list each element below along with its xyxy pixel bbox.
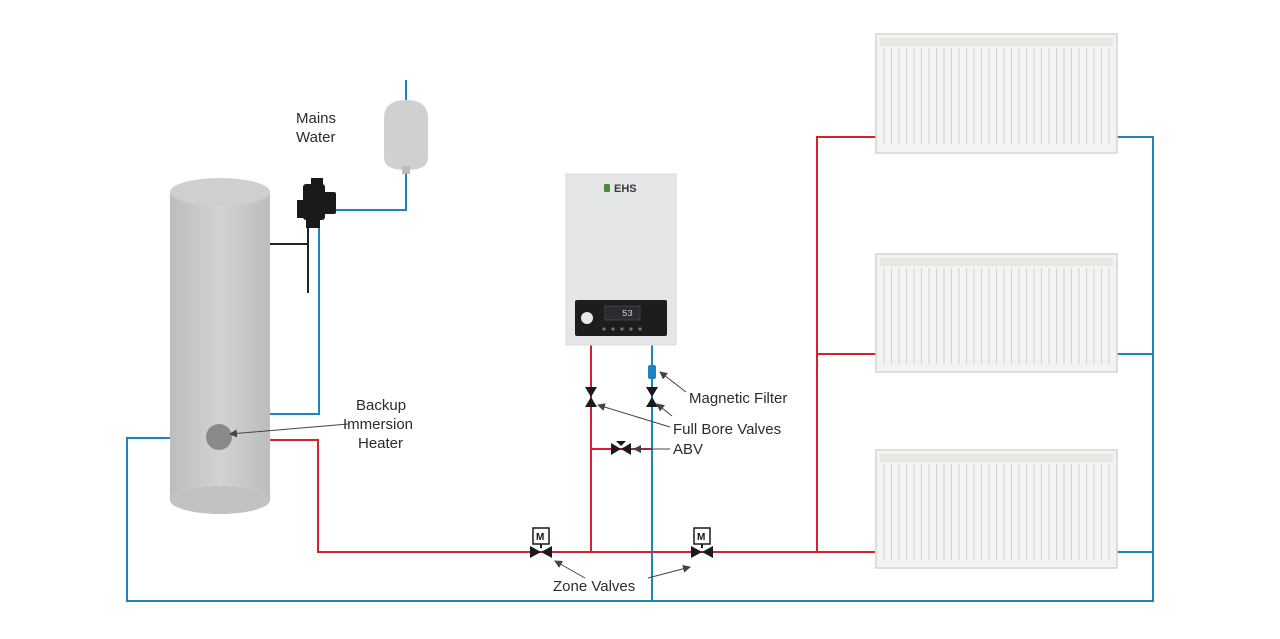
label-immersion-2: Immersion	[343, 416, 413, 433]
labels: Mains Water Backup Immersion Heater Magn…	[296, 110, 787, 595]
radiator-middle	[875, 253, 1118, 373]
label-mains-water-1: Mains	[296, 110, 336, 127]
zone-valve-cylinder: M	[530, 527, 552, 558]
leader-zone-left	[554, 560, 586, 579]
boiler-display	[604, 305, 641, 321]
boiler-dial-icon	[581, 312, 593, 324]
leader-immersion	[229, 423, 349, 438]
full-bore-valve-flow	[585, 387, 597, 407]
label-immersion-1: Backup	[356, 397, 406, 414]
label-full-bore-valves: Full Bore Valves	[673, 421, 781, 438]
full-bore-valve-return	[646, 387, 658, 407]
label-abv: ABV	[673, 441, 703, 458]
zone-valve-marker-2: M	[697, 532, 705, 543]
radiator-top	[875, 33, 1118, 154]
leader-lines	[229, 371, 691, 579]
leader-magnetic-filter	[659, 371, 687, 393]
label-immersion-3: Heater	[358, 435, 403, 452]
label-zone-valves: Zone Valves	[553, 578, 635, 595]
boiler-buttons	[602, 327, 642, 331]
electric-boiler: EHS 53	[565, 173, 677, 346]
mains-inlet-valve-group	[297, 178, 336, 228]
expansion-vessel	[384, 100, 428, 174]
immersion-heater-element	[206, 424, 232, 450]
boiler-brand: EHS	[614, 183, 637, 195]
leader-full-bore-flow	[597, 403, 671, 428]
flow-pipe-cylinder	[270, 439, 875, 553]
magnetic-filter	[648, 365, 656, 379]
leader-zone-right	[647, 564, 691, 579]
relief-pipe	[270, 222, 309, 293]
automatic-bypass-valve	[611, 441, 631, 455]
boiler-brand-mark	[604, 184, 610, 192]
zone-valve-marker-1: M	[536, 532, 544, 543]
boiler-display-value: 53	[622, 309, 633, 319]
zone-valve-heating: M	[691, 527, 713, 558]
label-magnetic-filter: Magnetic Filter	[689, 390, 787, 407]
leader-full-bore-return	[656, 403, 673, 417]
radiator-bottom	[875, 449, 1118, 569]
label-mains-water-2: Water	[296, 129, 335, 146]
return-pipe-bottom-loop	[126, 136, 1154, 602]
flow-pipe-radiator-riser	[816, 136, 876, 552]
hot-water-cylinder	[170, 178, 270, 514]
